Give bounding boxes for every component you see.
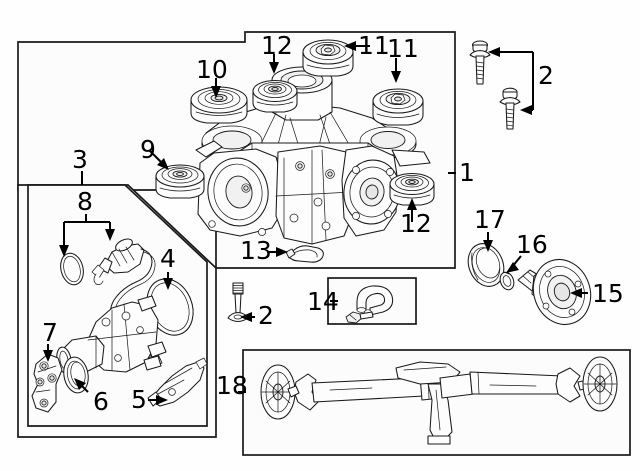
callout-6: 6 [93,387,109,416]
bolt-2-lower [499,87,521,130]
bushing-9 [155,164,205,199]
oring-4-large [146,278,194,336]
seal-17 [467,243,505,287]
oring-8-small [60,252,84,286]
callout-1: 1 [459,158,475,187]
snap-ring-16 [499,271,515,291]
bolt-2-upper [469,40,491,85]
vacuum-pump-body [56,295,167,374]
callout-14: 14 [307,287,339,316]
bushing-12b [389,172,435,206]
callout-17: 17 [474,205,506,234]
vent-hose-13 [285,245,324,263]
leader-lines [43,41,588,405]
bushing-11b [372,88,424,126]
stub-shaft-15 [517,259,592,325]
bushing-11a [302,39,354,77]
callout-2-long-bolt: 2 [258,301,274,330]
callout-13: 13 [240,236,272,265]
callout-18: 18 [216,371,248,400]
callout-12-upper: 12 [261,31,293,60]
bushing-12a [252,79,298,113]
mounting-bracket-7 [31,353,63,413]
callout-9: 9 [140,135,156,164]
callout-15: 15 [592,279,624,308]
callout-11-right: 11 [387,34,419,63]
bushing-10 [190,86,248,124]
callout-11-left: 11 [358,31,390,60]
callout-4: 4 [160,244,176,273]
callout-7: 7 [42,318,58,347]
callout-10: 10 [196,55,228,84]
callout-8: 8 [77,187,93,216]
callout-3: 3 [72,145,88,174]
hose-kit-14 [345,285,394,324]
callout-16: 16 [516,230,548,259]
callout-12-lower: 12 [400,209,432,238]
callout-5: 5 [131,385,147,414]
differential-carrier-housing [195,66,431,245]
bolt-2-long [227,282,249,323]
driveshaft-assembly-18 [260,356,618,445]
callout-2-bolt-pair: 2 [538,61,554,90]
